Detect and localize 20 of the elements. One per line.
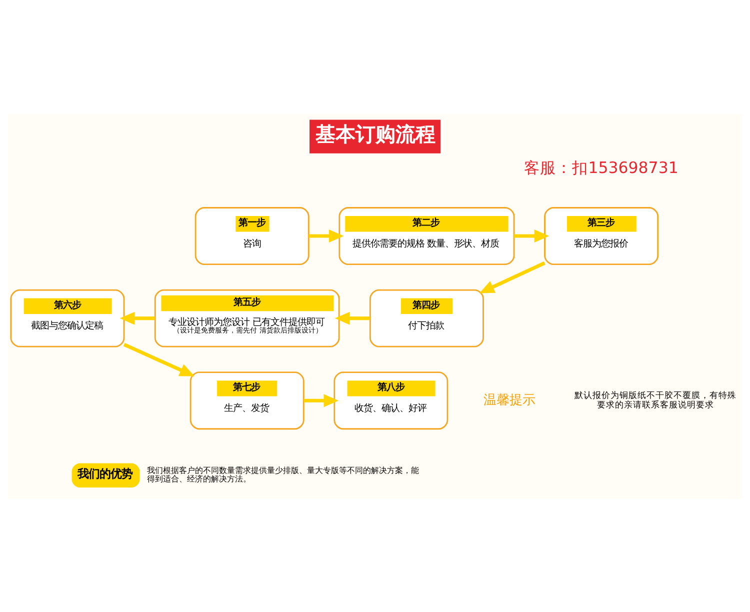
arrow <box>120 311 155 324</box>
arrow <box>304 394 339 407</box>
node-box: 第三步 客服为您报价 <box>544 206 659 264</box>
node-box: 第二步 提供你需要的规格 数量、形状、材质 <box>338 206 515 264</box>
node-box: 第一步 咨询 <box>194 206 310 264</box>
node-box: 第七步 生产、发货 <box>190 371 304 430</box>
node-box: 第八步 收货、确认、好评 <box>334 371 448 430</box>
label: 默认报价为铜版纸不干胶不覆膜，有特殊要求的亲请联系客服说明要求 <box>574 390 737 410</box>
label: 温馨提示 <box>484 392 536 408</box>
diagram-title: 基本订购流程 <box>316 122 436 146</box>
arrow <box>334 311 370 324</box>
arrow <box>514 229 550 242</box>
node-box: 第五步 专业设计师为您设计 已有文件提供即可 （设计是免费服务，需先付 清货款后排版设计） <box>154 288 340 347</box>
arrow <box>479 260 546 293</box>
arrow <box>123 342 195 376</box>
label: 客服：扣153698731 <box>524 158 678 177</box>
arrow <box>308 229 344 242</box>
node-box: 我们的优势 <box>72 462 140 488</box>
node-box: 第四步 付下拍款 <box>369 288 484 347</box>
node-box: 第六步 截图与您确认定稿 <box>10 288 125 347</box>
